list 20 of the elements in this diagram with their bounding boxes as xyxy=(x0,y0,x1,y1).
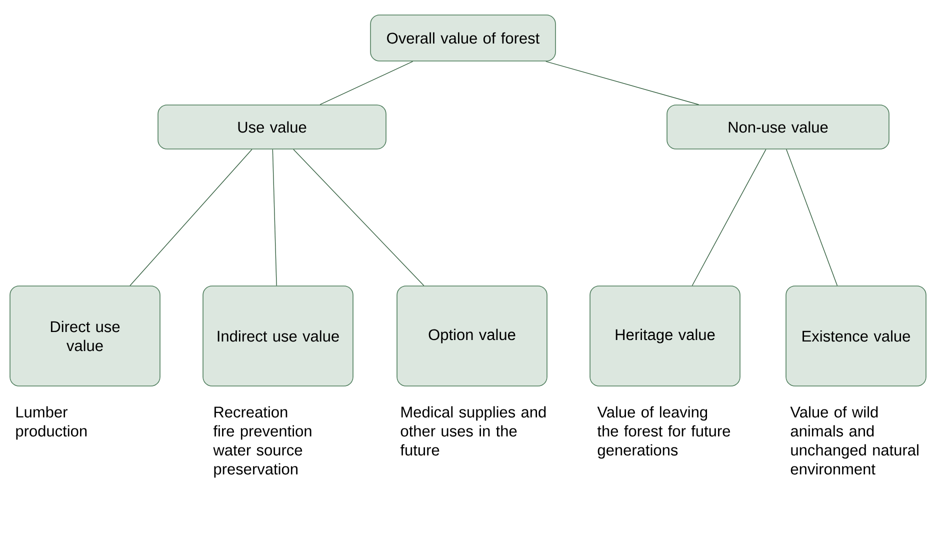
value-box: Non-use value xyxy=(666,104,890,150)
connector-line xyxy=(692,149,766,286)
connector-line xyxy=(546,61,700,105)
example-text: Medical supplies and other uses in the future xyxy=(400,406,546,456)
example-text: Lumber production xyxy=(16,406,87,440)
value-box: Option value xyxy=(396,286,548,386)
value-box: Direct use value xyxy=(10,286,160,386)
connector-line xyxy=(293,149,424,286)
connector-line xyxy=(130,149,252,286)
value-box: Existence value xyxy=(786,286,926,386)
example-text: Recreation fire prevention water source preservation xyxy=(213,406,312,478)
example-text: Value of leaving the forest for future generations xyxy=(597,406,730,459)
connector-line xyxy=(320,61,414,105)
connector-line xyxy=(272,149,277,286)
value-box: Use value xyxy=(158,104,386,150)
value-box: Indirect use value xyxy=(202,286,354,386)
connector-line xyxy=(786,149,838,286)
value-box: Heritage value xyxy=(590,286,740,386)
example-text: Value of wild animals and unchanged natural environment xyxy=(790,406,918,475)
value-box: Overall value of forest xyxy=(370,14,556,62)
